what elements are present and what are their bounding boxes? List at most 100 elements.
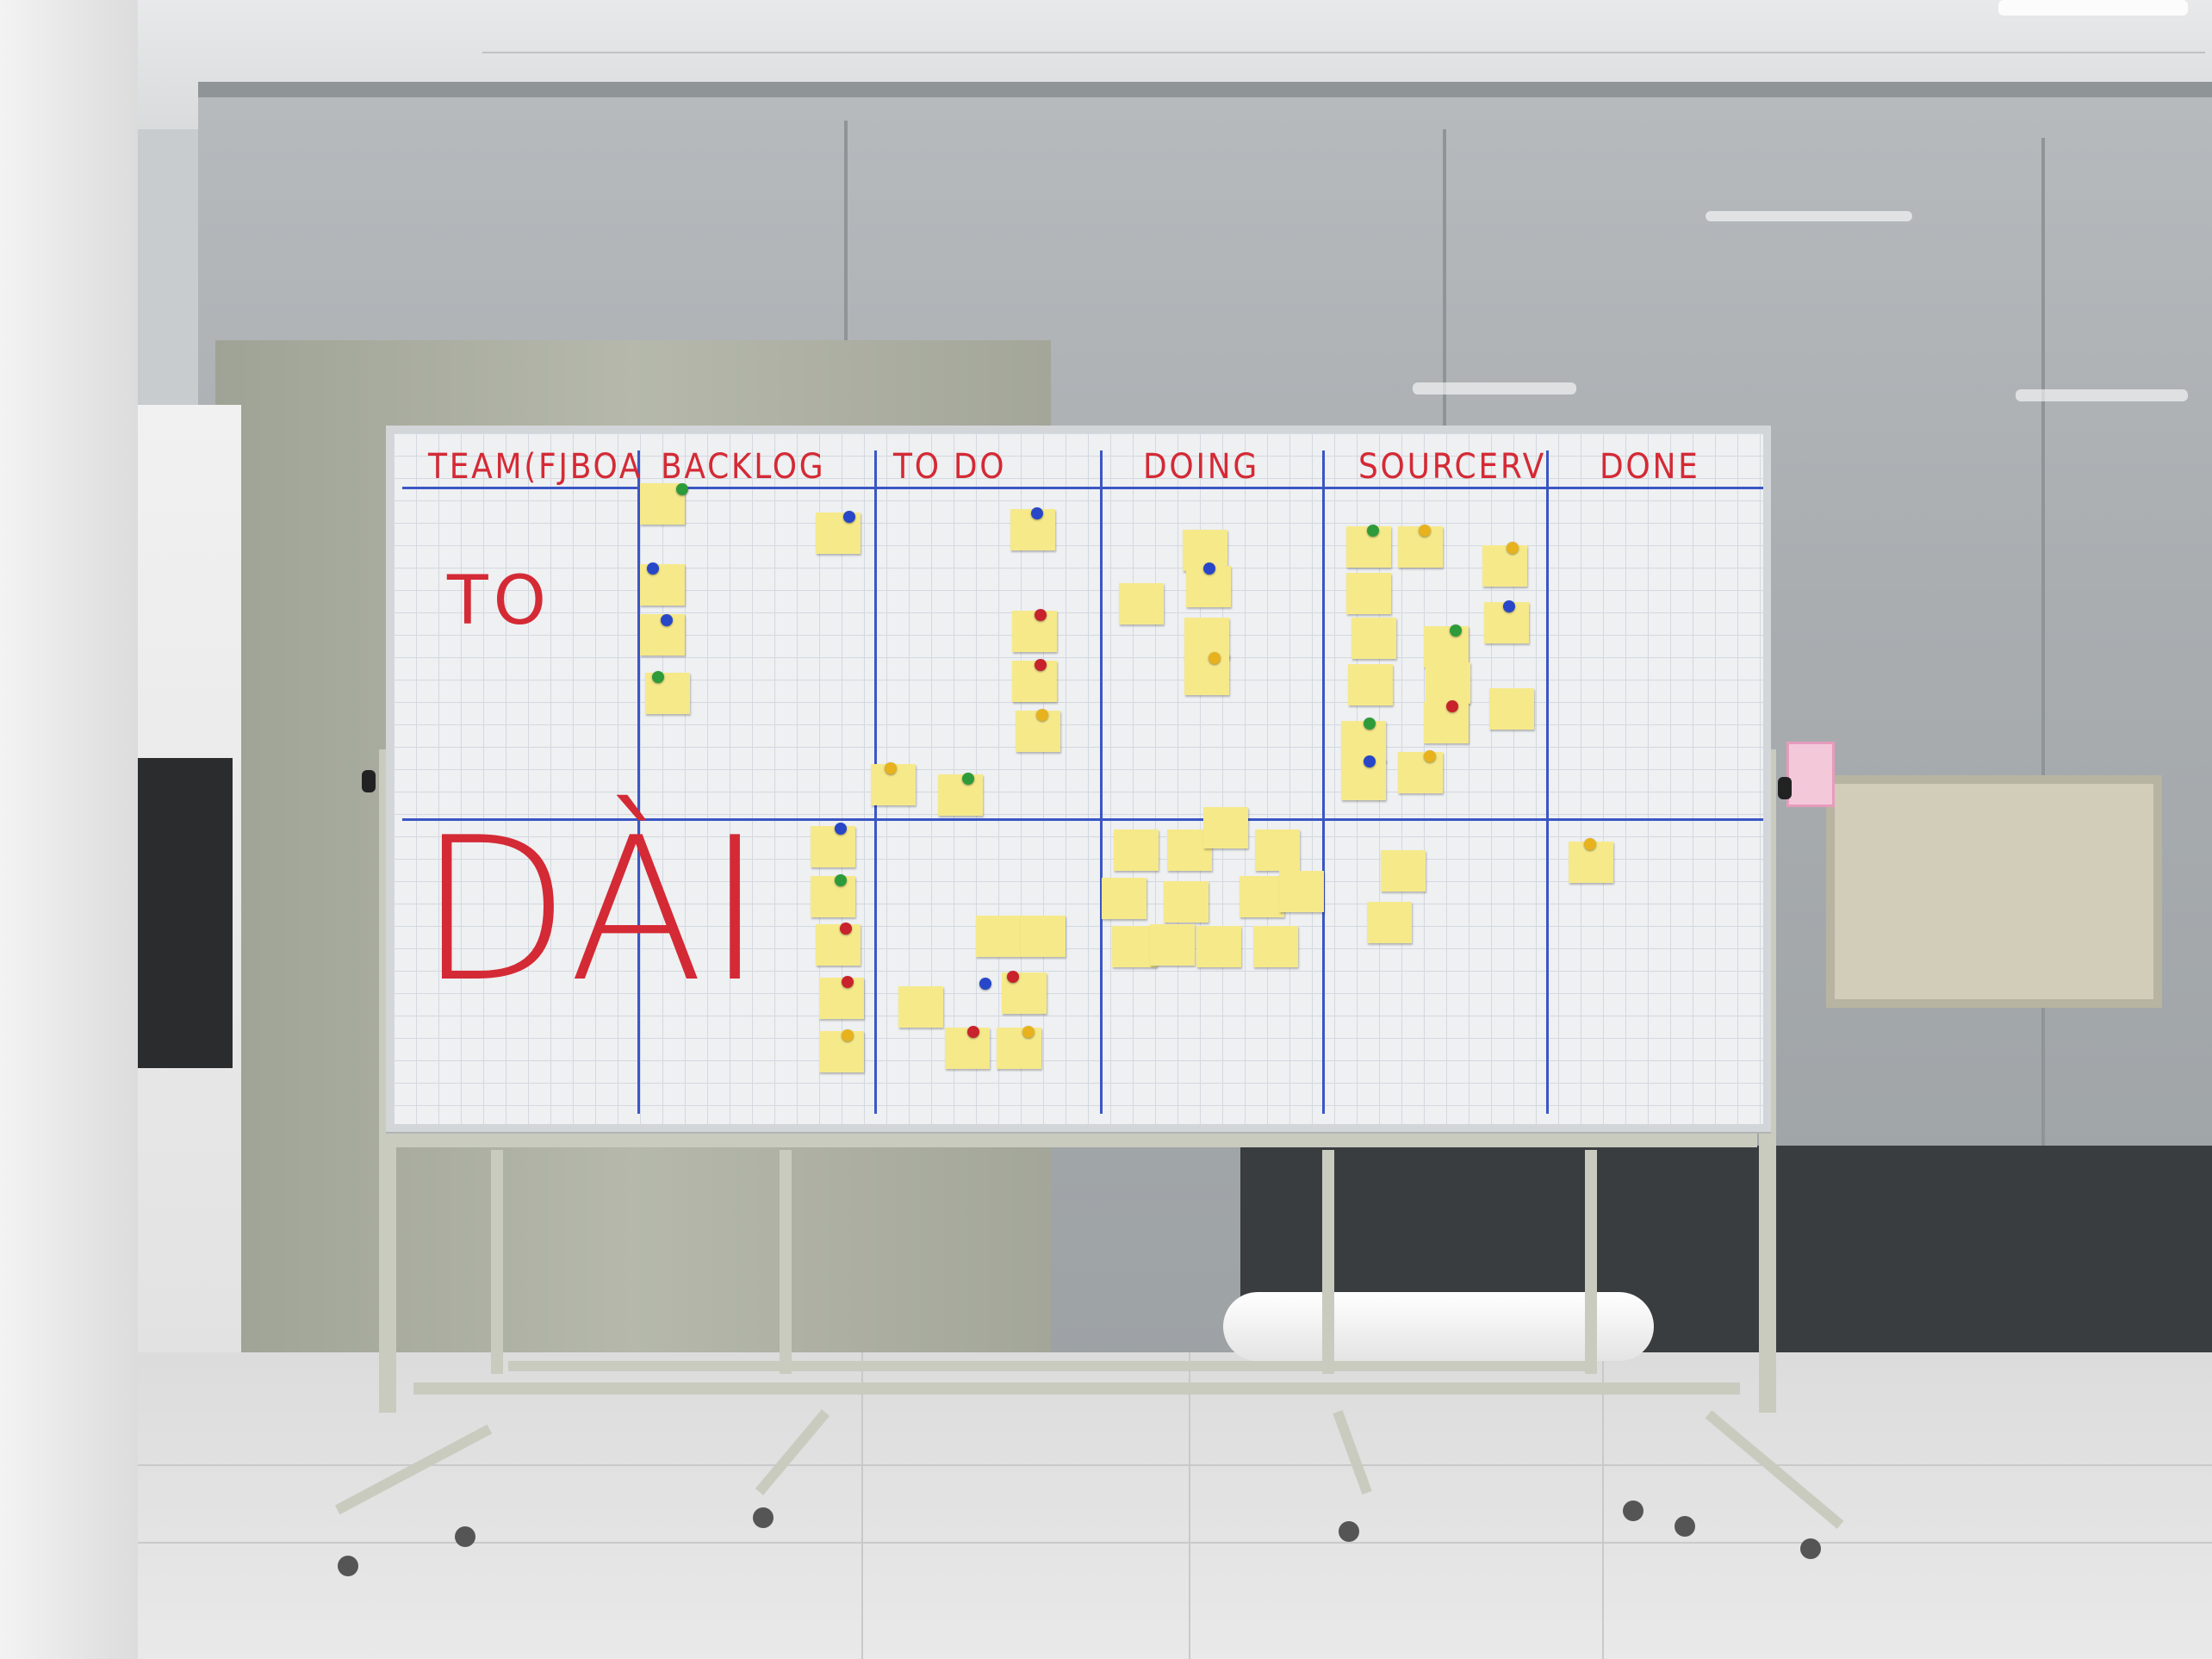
ceiling-grid-line [482, 52, 2205, 53]
magnet [842, 1029, 854, 1041]
sticky-note[interactable] [1341, 759, 1386, 800]
swimlane-label-to: TO [447, 562, 552, 640]
magnet [1450, 624, 1462, 637]
sticky-note[interactable] [898, 986, 943, 1028]
magnet [1203, 562, 1215, 575]
sticky-note[interactable] [1367, 902, 1412, 943]
magnet [661, 614, 673, 626]
column-header-sourcerv: SOURCERV [1358, 447, 1546, 487]
floor-tile-line [1189, 1352, 1190, 1659]
sticky-note[interactable] [1426, 662, 1470, 704]
floor-tile-line [1602, 1352, 1604, 1659]
light-reflection [1706, 211, 1912, 221]
sticky-note[interactable] [1348, 664, 1393, 705]
sticky-note[interactable] [811, 826, 855, 867]
magnet [835, 823, 847, 835]
caster-wheel [455, 1526, 475, 1547]
light-reflection [1413, 382, 1576, 395]
magnet [676, 483, 688, 495]
sticky-note[interactable] [976, 916, 1021, 957]
stand-crossbar [396, 1128, 1757, 1147]
column-divider [1100, 450, 1103, 1114]
caster-wheel [1675, 1516, 1695, 1537]
magnet [1035, 659, 1047, 671]
stand-base-bar [508, 1361, 1585, 1371]
sticky-note[interactable] [997, 1028, 1041, 1069]
sticky-note[interactable] [1279, 871, 1324, 912]
magnet [1031, 507, 1043, 519]
board-knob-left [362, 770, 376, 792]
magnet [1364, 718, 1376, 730]
caster-wheel [1339, 1521, 1359, 1542]
floor-tile-line [0, 1542, 2212, 1544]
stand-leg [780, 1150, 792, 1374]
magnet [840, 923, 852, 935]
sticky-note[interactable] [1150, 924, 1195, 966]
column-divider [1546, 450, 1549, 1114]
column-divider [637, 450, 640, 1114]
sticky-note[interactable] [1253, 926, 1298, 967]
magnet [842, 976, 854, 988]
magnet [647, 562, 659, 575]
magnet [1446, 700, 1458, 712]
glass-frame-vertical [2041, 138, 2045, 1370]
caster-wheel [338, 1556, 358, 1576]
sticky-note[interactable] [1255, 830, 1300, 871]
swimlane-label-dai: DÀI [418, 796, 767, 1026]
stand-leg [491, 1150, 503, 1374]
sticky-note[interactable] [1424, 626, 1469, 668]
board-knob-right [1778, 777, 1792, 799]
board-grid [394, 433, 1763, 1124]
sticky-note[interactable] [1381, 850, 1426, 892]
glass-frame-top [198, 82, 2212, 97]
sticky-note[interactable] [816, 924, 861, 966]
sticky-note[interactable] [1112, 926, 1157, 967]
magnet [652, 671, 664, 683]
sticky-note[interactable] [811, 876, 855, 917]
sticky-note[interactable] [1489, 688, 1534, 730]
magnet [1022, 1026, 1035, 1038]
magnet [962, 773, 974, 785]
magnet [835, 874, 847, 886]
sticky-note[interactable] [938, 774, 983, 816]
sticky-note[interactable] [1240, 876, 1284, 917]
sticky-note[interactable] [1203, 807, 1248, 848]
sticky-note[interactable] [1021, 916, 1066, 957]
sticky-note[interactable] [1346, 573, 1391, 614]
magnet [1035, 609, 1047, 621]
sticky-note[interactable] [1114, 830, 1159, 871]
caster-wheel [1800, 1538, 1821, 1559]
floor [0, 1352, 2212, 1659]
sticky-note[interactable] [1341, 721, 1386, 762]
magnet [1424, 750, 1436, 762]
magnet [1007, 971, 1019, 983]
magnet [1367, 525, 1379, 537]
pink-note-on-wall [1786, 742, 1835, 807]
sticky-note[interactable] [1184, 618, 1229, 659]
column-header-backlog: BACKLOG [661, 447, 826, 487]
sticky-note[interactable] [1482, 545, 1527, 587]
sticky-note[interactable] [1398, 752, 1443, 793]
sticky-note[interactable] [1119, 583, 1164, 624]
ceiling-light [1998, 0, 2188, 16]
sticky-note[interactable] [1351, 618, 1396, 659]
sticky-note[interactable] [1196, 926, 1241, 967]
kanban-whiteboard: TEAM(FJBOA BACKLOG TO DO DOING SOURCERV … [386, 426, 1771, 1132]
white-pillar [0, 0, 138, 1659]
wall-picture-frame [1826, 775, 2162, 1008]
column-header-doing: DOING [1143, 447, 1259, 487]
column-divider [1322, 450, 1325, 1114]
magnet [1503, 600, 1515, 612]
magnet [1419, 525, 1431, 537]
sticky-note[interactable] [1102, 878, 1146, 919]
caster-wheel [753, 1507, 774, 1528]
stand-leg [1322, 1150, 1334, 1374]
magnet [979, 978, 991, 990]
column-header-done: DONE [1600, 447, 1700, 487]
magnet [885, 762, 897, 774]
magnet [1209, 652, 1221, 664]
sticky-note[interactable] [1184, 654, 1229, 695]
swimlane-divider [402, 818, 1763, 821]
column-header-todo: TO DO [893, 447, 1007, 487]
sticky-note[interactable] [1164, 881, 1209, 923]
